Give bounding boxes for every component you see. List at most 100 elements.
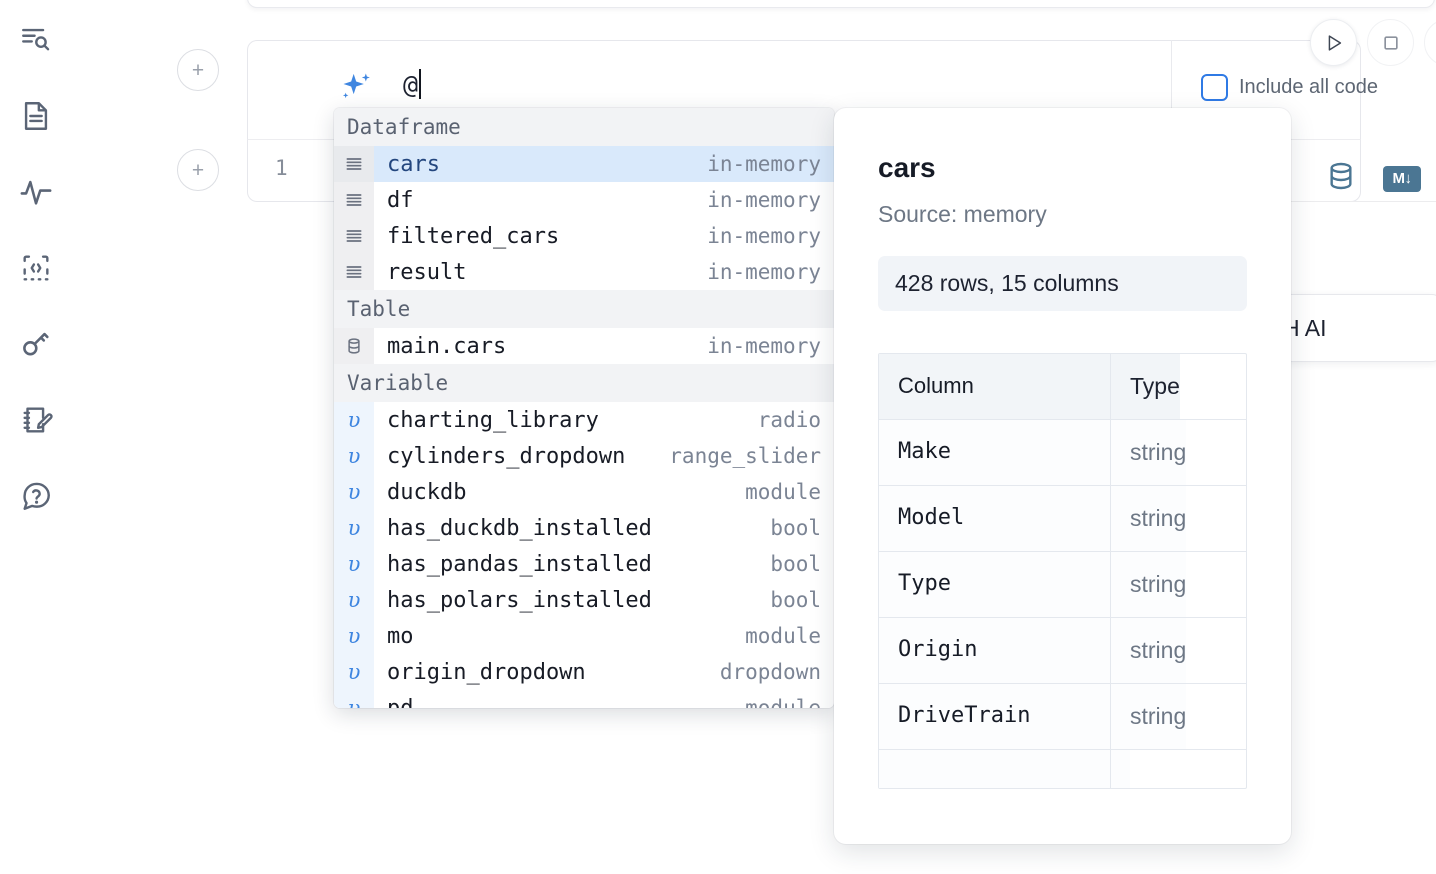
database-icon — [334, 328, 374, 364]
variable-icon: υ — [334, 618, 374, 654]
autocomplete-item-filtered-cars[interactable]: filtered_cars in-memory — [334, 218, 834, 254]
item-type: radio — [757, 408, 821, 432]
previous-cell[interactable] — [247, 0, 1435, 8]
cell-output-icons: M↓ — [1325, 160, 1421, 197]
column-header-column: Column — [879, 354, 1111, 419]
schema-table: Column Type Make string Model string Typ… — [878, 353, 1247, 789]
autocomplete-item-origin-dropdown[interactable]: υ origin_dropdown dropdown — [334, 654, 834, 690]
variable-icon: υ — [334, 582, 374, 618]
key-icon[interactable] — [14, 322, 58, 366]
cell-type: string — [1111, 618, 1187, 683]
add-cell-below-button[interactable]: + — [177, 149, 219, 191]
item-label: has_pandas_installed — [387, 551, 652, 577]
autocomplete-item-df[interactable]: df in-memory — [334, 182, 834, 218]
item-label: cars — [387, 151, 440, 177]
column-header-type: Type — [1111, 354, 1180, 419]
variable-icon: υ — [334, 402, 374, 438]
checkbox-box[interactable] — [1201, 74, 1228, 101]
document-icon[interactable] — [14, 94, 58, 138]
item-type: in-memory — [707, 152, 821, 176]
variable-icon: υ — [334, 510, 374, 546]
variable-icon: υ — [334, 546, 374, 582]
autocomplete-item-has-pandas-installed[interactable]: υ has_pandas_installed bool — [334, 546, 834, 582]
cell-column — [879, 750, 1111, 788]
item-label: charting_library — [387, 407, 599, 433]
notebook-edit-icon[interactable] — [14, 398, 58, 442]
variable-icon: υ — [334, 690, 374, 708]
doc-title: cars — [878, 152, 936, 183]
database-icon[interactable] — [1325, 160, 1357, 197]
item-label: result — [387, 259, 467, 285]
autocomplete-item-cylinders-dropdown[interactable]: υ cylinders_dropdown range_slider — [334, 438, 834, 474]
item-type: bool — [770, 516, 821, 540]
table-row: Model string — [879, 486, 1246, 552]
ai-cell-options — [1171, 40, 1436, 140]
item-type: in-memory — [707, 188, 821, 212]
cell-type — [1111, 750, 1130, 788]
doc-stats-badge: 428 rows, 15 columns — [878, 256, 1247, 311]
autocomplete-item-main-cars[interactable]: main.cars in-memory — [334, 328, 834, 364]
item-type: in-memory — [707, 334, 821, 358]
cell-type: string — [1111, 552, 1187, 617]
item-type: module — [745, 480, 821, 504]
cell-column: Origin — [879, 618, 1111, 683]
generate-with-ai-button[interactable]: H AI — [1264, 294, 1436, 362]
item-type: in-memory — [707, 224, 821, 248]
item-label: filtered_cars — [387, 223, 560, 249]
dataframe-icon — [334, 146, 374, 182]
item-type: range_slider — [669, 444, 821, 468]
autocomplete-item-cars[interactable]: cars in-memory — [334, 146, 834, 182]
text-caret — [419, 69, 422, 99]
autocomplete-item-has-duckdb-installed[interactable]: υ has_duckdb_installed bool — [334, 510, 834, 546]
table-header-row: Column Type — [879, 354, 1246, 420]
table-row: Type string — [879, 552, 1246, 618]
autocomplete-item-has-polars-installed[interactable]: υ has_polars_installed bool — [334, 582, 834, 618]
item-type: in-memory — [707, 260, 821, 284]
ai-prompt-value: @ — [403, 70, 419, 99]
cell-column: Type — [879, 552, 1111, 617]
item-label: main.cars — [387, 333, 507, 359]
item-type: dropdown — [719, 660, 821, 684]
run-button[interactable] — [1310, 19, 1357, 66]
dataframe-icon — [334, 218, 374, 254]
item-label: duckdb — [387, 479, 467, 505]
autocomplete-section-header: Dataframe — [334, 108, 834, 146]
activity-icon[interactable] — [14, 170, 58, 214]
outline-search-icon[interactable] — [14, 18, 58, 62]
table-row: DriveTrain string — [879, 684, 1246, 750]
autocomplete-item-charting-library[interactable]: υ charting_library radio — [334, 402, 834, 438]
more-actions-button[interactable] — [1424, 19, 1436, 66]
dataframe-icon — [334, 254, 374, 290]
cell-column: Make — [879, 420, 1111, 485]
autocomplete-section-header: Table — [334, 290, 834, 328]
sparkle-icon — [337, 70, 377, 110]
item-label: pd — [387, 695, 414, 709]
cell-type: string — [1111, 420, 1187, 485]
help-chat-icon[interactable] — [14, 474, 58, 518]
line-number: 1 — [275, 156, 288, 180]
autocomplete-item-duckdb[interactable]: υ duckdb module — [334, 474, 834, 510]
autocomplete-item-result[interactable]: result in-memory — [334, 254, 834, 290]
autocomplete-section-header: Variable — [334, 364, 834, 402]
run-controls — [1310, 19, 1436, 66]
cell-divider — [1171, 201, 1436, 202]
ai-prompt-input[interactable]: @ — [403, 69, 422, 99]
markdown-icon[interactable]: M↓ — [1383, 165, 1421, 192]
documentation-panel: cars Source: memory 428 rows, 15 columns… — [834, 108, 1291, 844]
autocomplete-dropdown[interactable]: Dataframe cars in-memory df in-memory — [334, 108, 834, 708]
sidebar — [0, 0, 72, 874]
code-snippet-icon[interactable] — [14, 246, 58, 290]
item-label: df — [387, 187, 414, 213]
item-type: bool — [770, 588, 821, 612]
item-type: bool — [770, 552, 821, 576]
autocomplete-item-mo[interactable]: υ mo module — [334, 618, 834, 654]
add-cell-above-button[interactable]: + — [177, 49, 219, 91]
variable-list: υ charting_library radio υ cylinders_dro… — [334, 402, 834, 708]
item-label: cylinders_dropdown — [387, 443, 626, 469]
autocomplete-item-pd[interactable]: υ pd module — [334, 690, 834, 708]
item-type: module — [745, 696, 821, 708]
include-all-code-checkbox[interactable]: Include all code — [1201, 74, 1378, 101]
cell-column: Model — [879, 486, 1111, 551]
table-row — [879, 750, 1246, 788]
stop-button[interactable] — [1367, 19, 1414, 66]
